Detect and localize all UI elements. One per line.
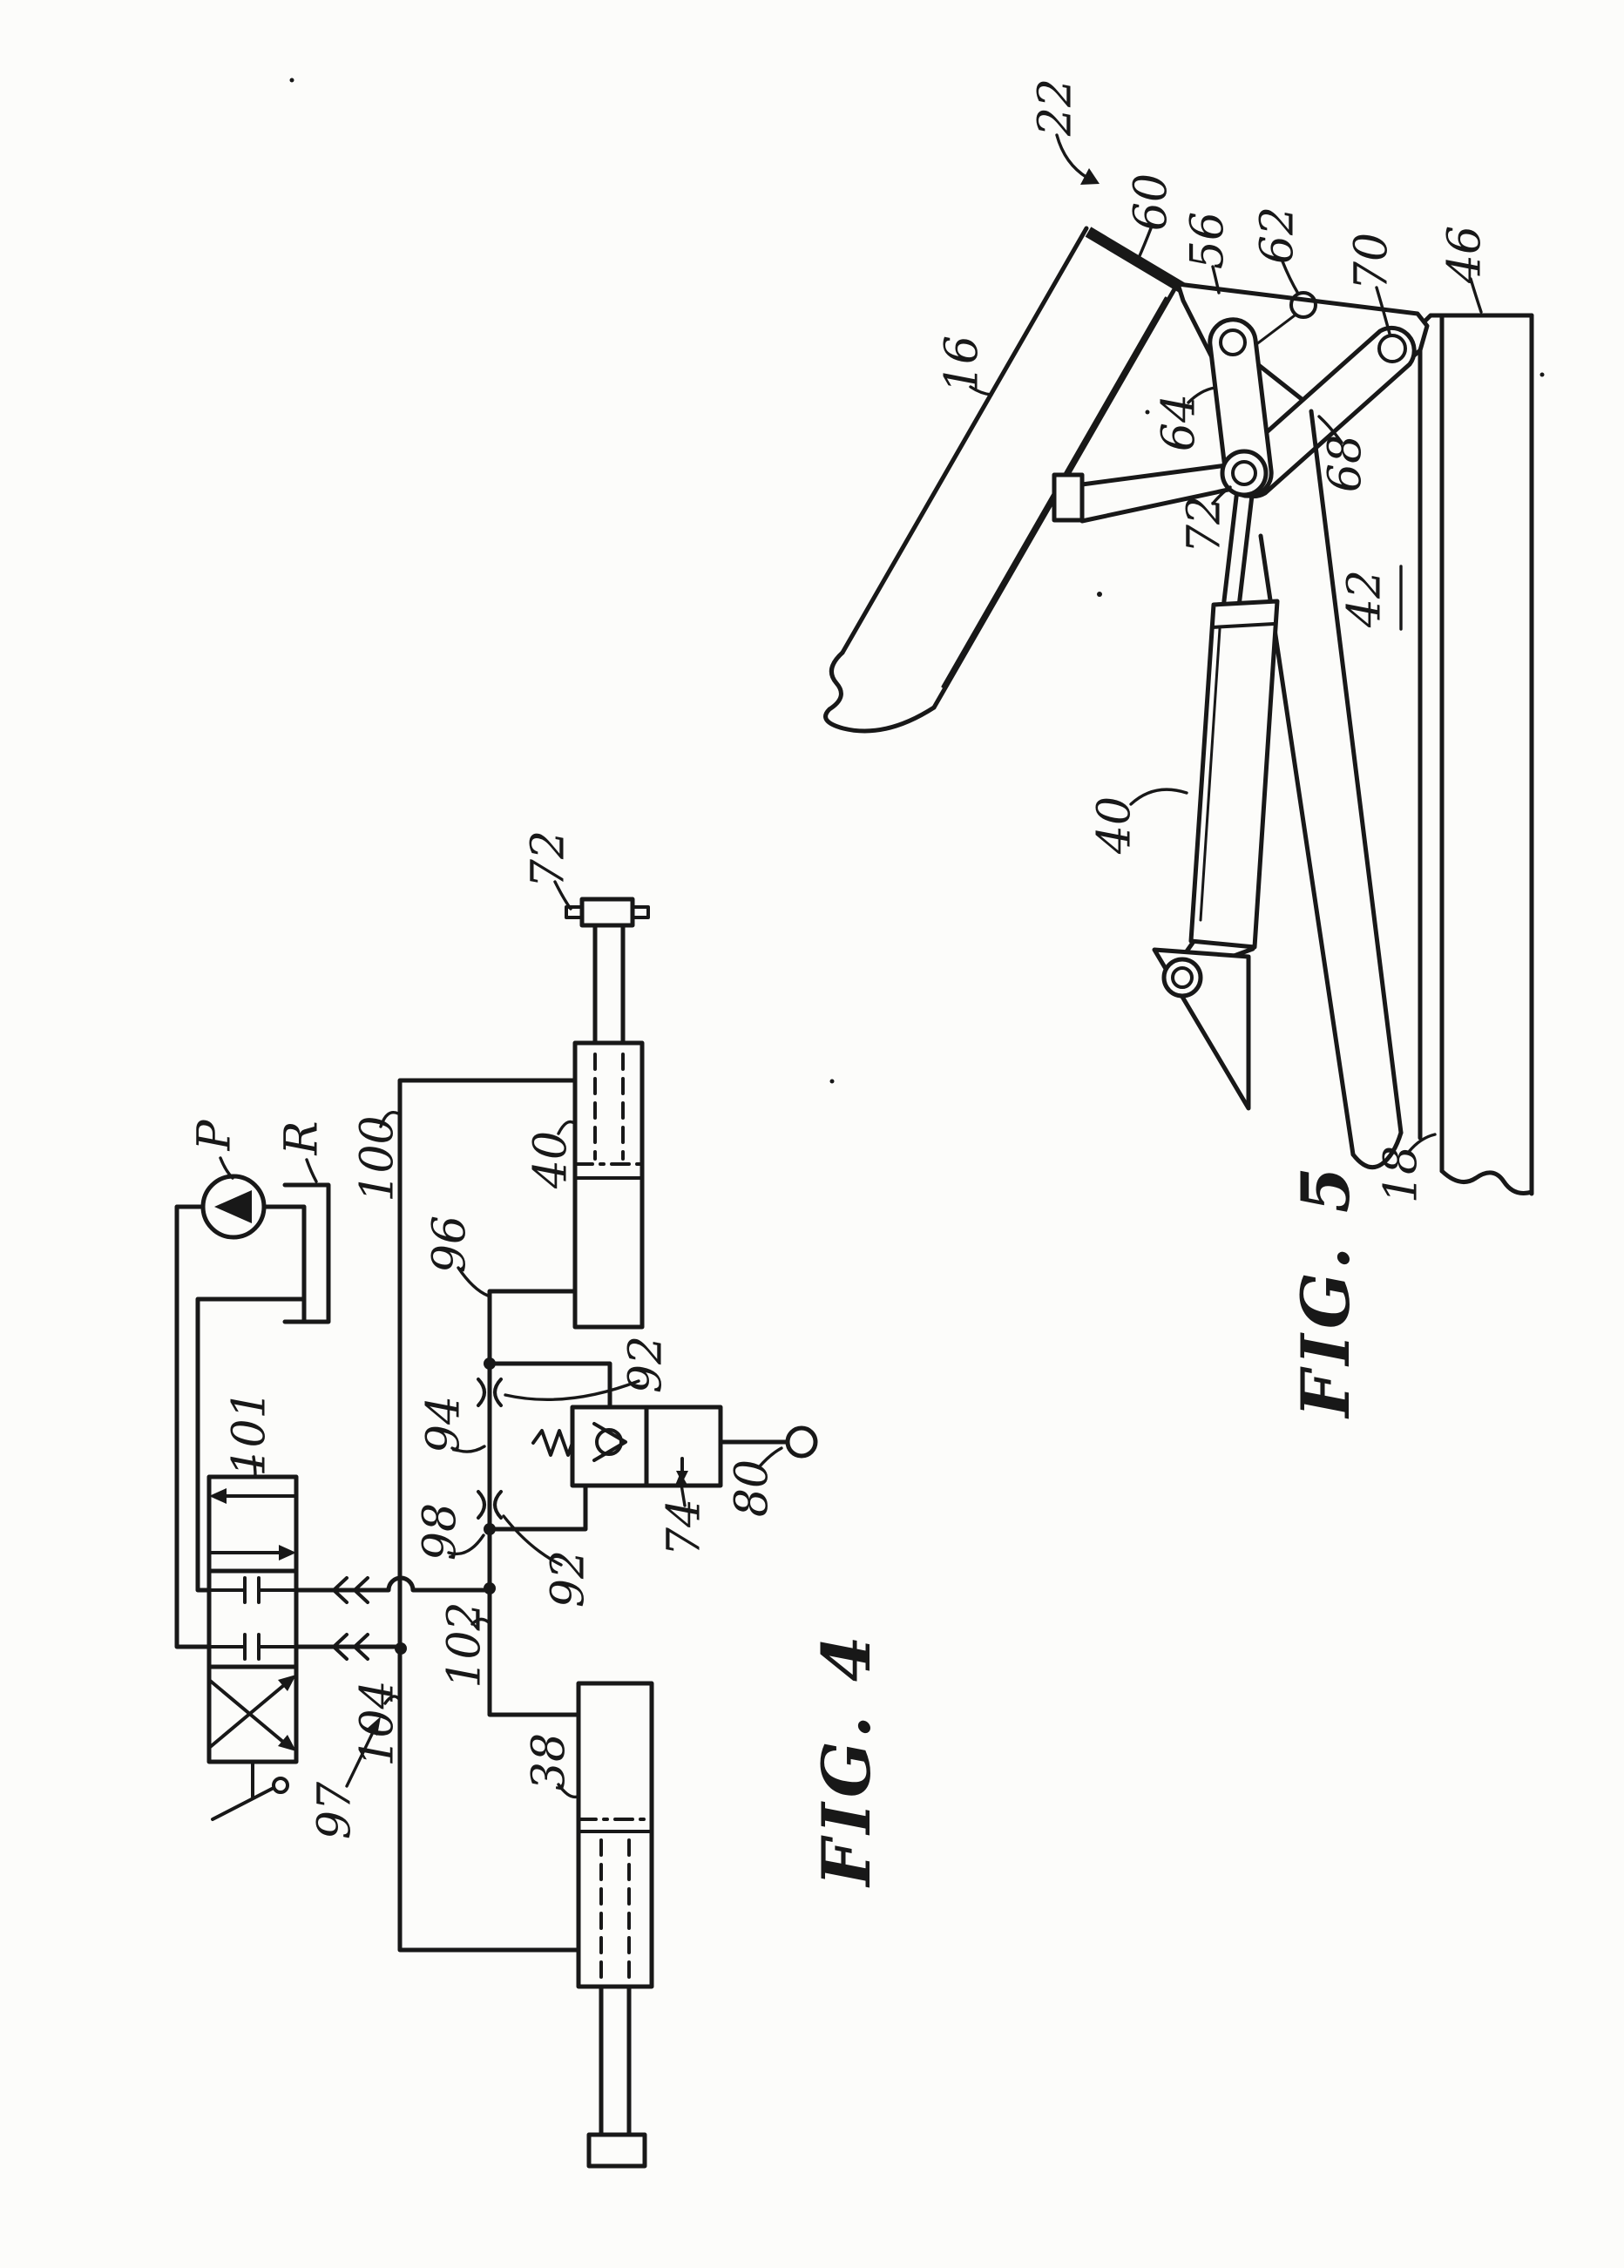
label-40: 40 bbox=[525, 1131, 578, 1189]
lever-knob bbox=[272, 1777, 289, 1794]
fig4-title: FIG. 4 bbox=[808, 1630, 885, 1888]
fig5-mechanism-view: 22 16 60 56 62 70 46 64 72 68 42 40 1 bbox=[823, 78, 1534, 1419]
label-96: 96 bbox=[424, 1215, 477, 1273]
label-16: 16 bbox=[937, 335, 989, 393]
label-40: 40 bbox=[1089, 796, 1141, 855]
pivot-hole bbox=[1171, 966, 1194, 989]
label-80: 80 bbox=[727, 1459, 779, 1517]
label-56: 56 bbox=[1182, 212, 1235, 269]
label-101: 101 bbox=[224, 1390, 276, 1476]
fig5-labels: 22 16 60 56 62 70 46 64 72 68 42 40 1 bbox=[937, 78, 1492, 1203]
reservoir-symbol bbox=[282, 1182, 331, 1324]
conduit-100-104 bbox=[397, 1078, 581, 1953]
pump-symbol bbox=[200, 1174, 267, 1240]
pivot-hole-64 bbox=[1219, 328, 1247, 356]
scan-specks bbox=[289, 78, 1545, 1084]
fig4-labels: P R 100 40 72 101 96 94 98 92 92 102 104 bbox=[189, 830, 783, 1839]
label-P: P bbox=[189, 1120, 241, 1152]
return-line bbox=[195, 1296, 307, 1593]
directional-valve bbox=[206, 1474, 299, 1821]
label-18: 18 bbox=[1376, 1146, 1428, 1203]
label-72: 72 bbox=[523, 830, 575, 888]
hose-couplings-92 bbox=[477, 1378, 503, 1520]
label-68: 68 bbox=[1320, 435, 1372, 492]
fig5-title: FIG. 5 bbox=[1287, 1161, 1364, 1419]
rod-foot bbox=[586, 2132, 647, 2169]
release-knob-80 bbox=[785, 1425, 818, 1459]
conduit-94-102 bbox=[487, 1289, 581, 1717]
rod-end-pivot bbox=[1220, 449, 1269, 498]
fig4-hydraulic-schematic: P R 100 40 72 101 96 94 98 92 92 102 104 bbox=[174, 830, 885, 2169]
label-97: 97 bbox=[309, 1781, 362, 1839]
cap-edge-60 bbox=[1085, 227, 1187, 294]
pivot-hole-70 bbox=[1377, 334, 1407, 363]
check-ball bbox=[595, 1428, 623, 1456]
floor-slab bbox=[1418, 313, 1534, 1196]
spring-symbol bbox=[531, 1429, 574, 1457]
label-62: 62 bbox=[1252, 206, 1304, 264]
pivot-hole-62 bbox=[1289, 291, 1317, 319]
label-38: 38 bbox=[524, 1733, 576, 1791]
base-bracket bbox=[1152, 947, 1251, 1111]
label-R: R bbox=[276, 1120, 328, 1155]
label-46: 46 bbox=[1439, 226, 1492, 284]
label-102: 102 bbox=[439, 1601, 491, 1688]
label-60: 60 bbox=[1126, 173, 1178, 231]
label-72: 72 bbox=[1179, 496, 1231, 553]
cylinder-40-pictorial bbox=[1175, 485, 1280, 972]
hinge-block bbox=[1052, 472, 1085, 523]
check-valve-74 bbox=[487, 1361, 818, 1532]
junction-dot bbox=[484, 1582, 496, 1594]
panel-strut bbox=[1052, 463, 1239, 524]
break-line bbox=[1439, 1168, 1534, 1195]
junction-dot bbox=[395, 1642, 407, 1655]
cylinder-38-schematic bbox=[576, 1681, 654, 2169]
break-line bbox=[823, 650, 937, 734]
label-94: 94 bbox=[418, 1396, 470, 1453]
pump-suction-line bbox=[261, 1204, 307, 1323]
pressure-line bbox=[174, 1204, 212, 1649]
label-98: 98 bbox=[415, 1503, 467, 1561]
cylinder-40-schematic bbox=[565, 897, 650, 1330]
support-arm-42 bbox=[1258, 409, 1404, 1170]
label-74: 74 bbox=[659, 1499, 711, 1556]
label-64: 64 bbox=[1154, 394, 1206, 451]
label-70: 70 bbox=[1346, 233, 1398, 290]
label-22: 22 bbox=[1030, 78, 1082, 137]
label-100: 100 bbox=[352, 1115, 404, 1202]
pivot-joints bbox=[1219, 291, 1407, 498]
label-42: 42 bbox=[1339, 570, 1391, 628]
rod-end-fitting-72 bbox=[579, 897, 635, 928]
